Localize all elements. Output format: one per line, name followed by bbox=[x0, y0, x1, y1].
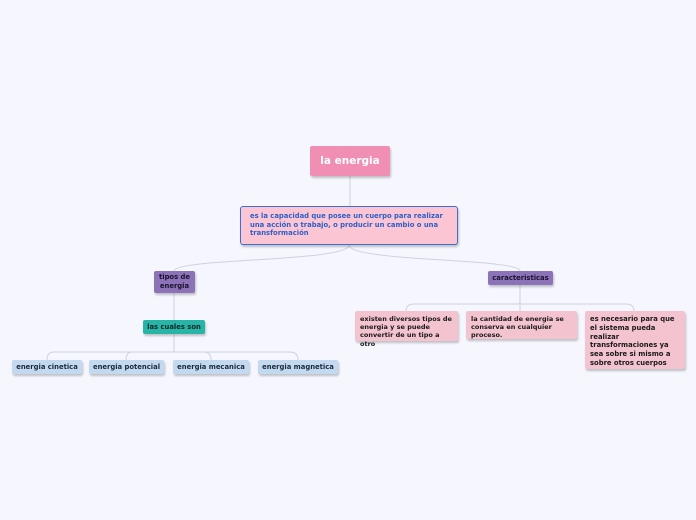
energy-type-label: energia magnetica bbox=[262, 363, 334, 371]
connector-characteristics-item-3 bbox=[520, 303, 635, 312]
characteristic-item-3[interactable]: es necesario para que el sistema pueda r… bbox=[585, 311, 685, 369]
characteristics-label: caracteristicas bbox=[492, 273, 549, 282]
connector-definition-types bbox=[173, 244, 350, 272]
connector-characteristics-item-1 bbox=[405, 285, 521, 312]
types-subheading-label: las cuales son bbox=[147, 323, 201, 331]
energy-type-mechanical[interactable]: energia mecanica bbox=[173, 360, 249, 374]
types-label: tipos de energia bbox=[158, 273, 190, 290]
connector-subheading-leaf-2 bbox=[125, 351, 174, 361]
characteristic-item-2[interactable]: la cantidad de energia se conserva en cu… bbox=[466, 311, 577, 339]
energy-type-label: energia potencial bbox=[92, 363, 161, 371]
characteristic-text: la cantidad de energia se conserva en cu… bbox=[471, 315, 564, 340]
root-topic-label: la energia bbox=[320, 155, 380, 167]
characteristic-text: es necesario para que el sistema pueda r… bbox=[590, 315, 675, 367]
root-topic[interactable]: la energia bbox=[310, 146, 390, 176]
energy-type-label: energia mecanica bbox=[177, 363, 245, 371]
connector-definition-characteristics bbox=[348, 244, 521, 272]
types-node[interactable]: tipos de energia bbox=[154, 271, 195, 293]
characteristics-node[interactable]: caracteristicas bbox=[488, 271, 553, 285]
definition-node[interactable]: es la capacidad que posee un cuerpo para… bbox=[240, 206, 458, 245]
energy-type-potential[interactable]: energia potencial bbox=[89, 360, 164, 374]
definition-text: es la capacidad que posee un cuerpo para… bbox=[250, 212, 443, 238]
types-subheading-node[interactable]: las cuales son bbox=[143, 320, 205, 334]
connector-subheading-leaf-3 bbox=[174, 351, 212, 361]
energy-type-label: energia cinetica bbox=[16, 363, 78, 371]
characteristic-text: existen diversos tipos de energia y se p… bbox=[360, 315, 452, 348]
connector-subheading-leaf-4 bbox=[174, 351, 299, 361]
characteristic-item-1[interactable]: existen diversos tipos de energia y se p… bbox=[355, 311, 458, 348]
energy-type-magnetic[interactable]: energia magnetica bbox=[258, 360, 338, 374]
connector-subheading-leaf-1 bbox=[46, 334, 175, 361]
energy-type-kinetic[interactable]: energia cinetica bbox=[12, 360, 82, 374]
